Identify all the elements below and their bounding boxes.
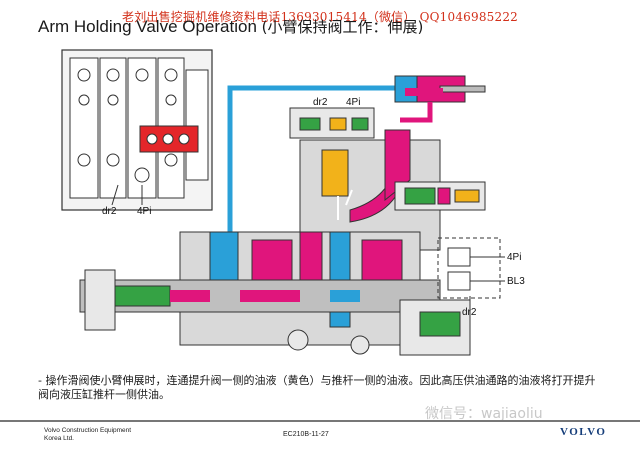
volvo-logo: VOLVO [560, 426, 607, 438]
title-english: Arm Holding Valve Operation [38, 17, 257, 36]
overview-4pi-label: 4Pi [137, 206, 151, 217]
main-spool-body [79, 231, 471, 356]
valve-4pi-label: 4Pi [346, 97, 360, 108]
page-code: EC210B-11-27 [283, 431, 329, 438]
arm-cylinder [394, 75, 486, 123]
overview-dr2-label: dr2 [102, 206, 117, 217]
poppet-yellow [321, 149, 349, 197]
symbol-bl3-label: BL3 [507, 276, 525, 287]
control-valve-overview: dr2 4Pi [61, 49, 213, 217]
symbol-4pi-label: 4Pi [507, 252, 521, 263]
watermark-contact: 老刘出售挖掘机维修资料电话13693015414（微信） QQ104698522… [122, 10, 519, 24]
valve-dr2-label: dr2 [313, 97, 328, 108]
holding-valve-body: dr2 4Pi [289, 97, 486, 251]
company-line-2: Korea Ltd. [44, 435, 74, 442]
page-title: Arm Holding Valve Operation (小臂保持阀工作：伸展) [38, 16, 423, 37]
hydraulic-symbol: 4Pi BL3 dr2 [437, 237, 525, 318]
symbol-dr2-label: dr2 [462, 307, 477, 318]
return-lines [227, 85, 395, 235]
footer-divider [0, 420, 640, 422]
company-line-1: Volvo Construction Equipment [44, 427, 132, 434]
wechat-watermark: 微信号：wajiaoliu [425, 406, 543, 422]
footer-company: Volvo Construction Equipment Korea Ltd. [44, 427, 131, 443]
title-chinese: (小臂保持阀工作：伸展) [261, 18, 424, 36]
description-text: - 操作滑阀使小臂伸展时，连通提升阀一侧的油液（黄色）与推杆一侧的油液。因此高压… [38, 374, 596, 401]
